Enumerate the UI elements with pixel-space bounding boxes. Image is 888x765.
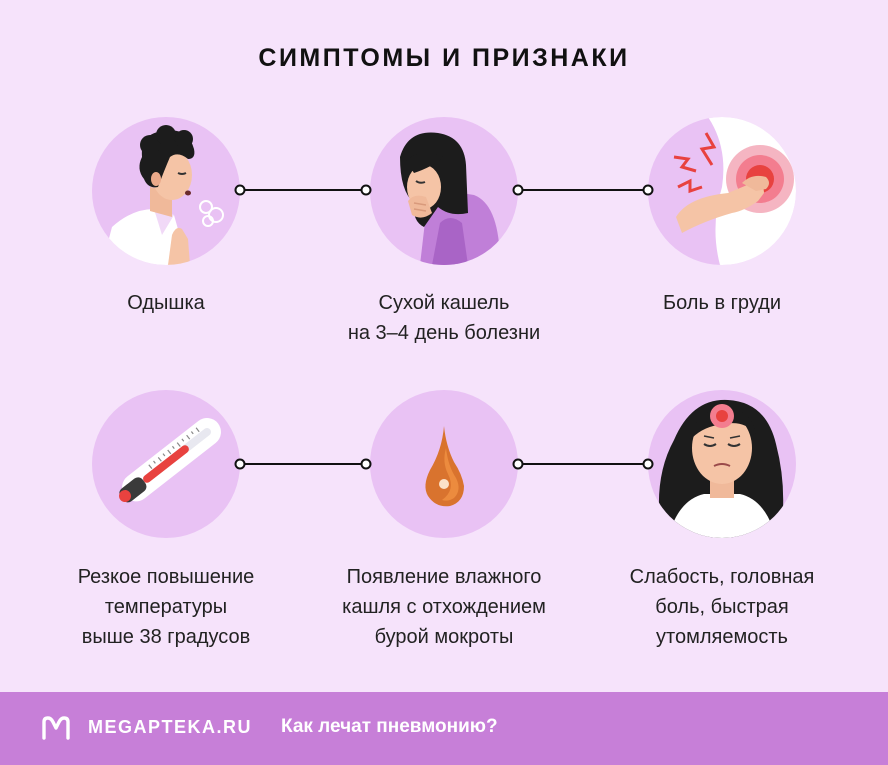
thermometer-icon <box>119 417 221 503</box>
symptom-label-line: на 3–4 день болезни <box>347 322 541 344</box>
page-title: СИМПТОМЫ И ПРИЗНАКИ <box>258 44 630 72</box>
symptom-label: Появление влажного кашля с отхождением б… <box>314 562 574 652</box>
megapteka-logo-icon[interactable] <box>40 714 72 742</box>
symptom-circle-weakness <box>648 390 796 538</box>
symptom-label: Боль в груди <box>592 288 852 318</box>
connector-line <box>234 184 372 196</box>
symptom-label-line: утомляемость <box>656 626 788 648</box>
symptom-label-line: температуры <box>104 596 228 618</box>
tired-woman-icon <box>658 399 784 538</box>
symptom-label-line: Сухой кашель <box>378 292 510 314</box>
symptom-label: Слабость, головная боль, быстрая утомляе… <box>592 562 852 652</box>
symptom-label-line: бурой мокроты <box>374 626 514 648</box>
symptom-label-line: Резкое повышение <box>77 566 255 588</box>
symptom-label: Резкое повышение температуры выше 38 гра… <box>36 562 296 652</box>
phlegm-drop-icon <box>425 426 464 507</box>
article-link[interactable]: Как лечат пневмонию? <box>281 716 498 737</box>
symptom-label: Одышка <box>36 288 296 318</box>
connector-line <box>512 184 654 196</box>
symptom-circle-shortness-of-breath <box>92 117 240 265</box>
symptom-circle-high-fever <box>92 390 240 538</box>
symptom-label-line: боль, быстрая <box>655 596 789 618</box>
coughing-woman-icon <box>400 132 500 265</box>
symptom-label-line: Боль в груди <box>662 292 781 314</box>
symptom-label-line: Слабость, головная <box>629 566 815 588</box>
symptom-circle-chest-pain <box>648 117 796 265</box>
symptom-label-line: Одышка <box>127 292 205 314</box>
breathing-man-icon <box>102 125 224 265</box>
connector-line <box>512 458 654 470</box>
symptom-circle-wet-cough <box>370 390 518 538</box>
symptom-label: Сухой кашель на 3–4 день болезни <box>314 288 574 348</box>
symptom-circle-dry-cough <box>370 117 518 265</box>
symptom-label-line: выше 38 градусов <box>81 626 251 648</box>
chest-pain-icon <box>673 117 796 265</box>
symptom-label-line: кашля с отхождением <box>342 596 546 618</box>
brand-name[interactable]: MEGAPTEKA.RU <box>88 717 253 737</box>
connector-line <box>234 458 372 470</box>
symptom-label-line: Появление влажного <box>346 566 542 588</box>
footer-bar: MEGAPTEKA.RU Как лечат пневмонию? <box>0 692 888 765</box>
